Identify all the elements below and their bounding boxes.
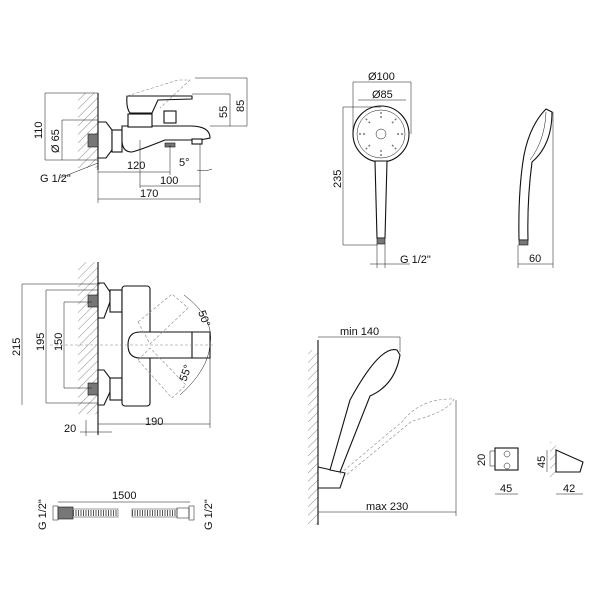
angle-5: 5° xyxy=(179,157,190,169)
diverter-knob xyxy=(163,110,177,124)
handle xyxy=(374,160,388,239)
dim-holder-20: 20 xyxy=(476,454,488,466)
eccentric xyxy=(97,121,113,159)
dim-min-140: min 140 xyxy=(340,326,379,338)
thread-left: G 1/2" xyxy=(37,499,49,530)
wall-mixer-drawing xyxy=(21,262,215,436)
dim-150: 150 xyxy=(53,333,65,351)
bath-mixer-drawing xyxy=(44,77,248,203)
dim-85: 85 xyxy=(235,100,247,112)
shower-head xyxy=(352,105,410,163)
holder-side xyxy=(555,449,584,473)
dim-120: 120 xyxy=(127,160,145,172)
dim-1500: 1500 xyxy=(112,490,136,502)
lever xyxy=(126,95,193,114)
dim-holder-42: 42 xyxy=(563,483,575,495)
dim-holder-45-w: 45 xyxy=(500,483,512,495)
dim-195: 195 xyxy=(35,333,47,351)
dim-100: 100 xyxy=(160,175,178,187)
dim-20: 20 xyxy=(64,423,76,435)
holder-front xyxy=(494,447,519,471)
spout-tip xyxy=(191,138,203,145)
holder-view-drawing xyxy=(308,336,584,525)
dim-diameter-85: Ø85 xyxy=(372,89,393,101)
dim-215: 215 xyxy=(11,338,23,356)
dim-235: 235 xyxy=(332,170,344,188)
hose-drawing xyxy=(52,501,195,521)
mixer-body xyxy=(121,125,211,153)
dim-170: 170 xyxy=(140,188,158,200)
angle-55: 55° xyxy=(178,363,195,383)
dim-max-230: max 230 xyxy=(366,501,408,513)
dim-holder-45-h: 45 xyxy=(536,456,548,468)
shower-upright xyxy=(329,349,401,473)
dim-diameter-100: Ø100 xyxy=(368,71,395,83)
dim-110: 110 xyxy=(33,121,45,139)
thread-right: G 1/2" xyxy=(203,499,215,530)
angle-50: 50° xyxy=(195,309,212,329)
thread-inlet xyxy=(87,133,99,148)
thread-label: G 1/2" xyxy=(400,254,431,266)
dim-55: 55 xyxy=(218,106,230,118)
hand-shower-drawing xyxy=(342,81,554,268)
dim-190: 190 xyxy=(145,416,163,428)
dim-diameter-65: Ø 65 xyxy=(50,129,62,153)
thread-label: G 1/2" xyxy=(40,173,71,185)
dim-60: 60 xyxy=(529,253,541,265)
wall-hatch xyxy=(78,93,98,168)
shower-side-view xyxy=(518,108,553,241)
